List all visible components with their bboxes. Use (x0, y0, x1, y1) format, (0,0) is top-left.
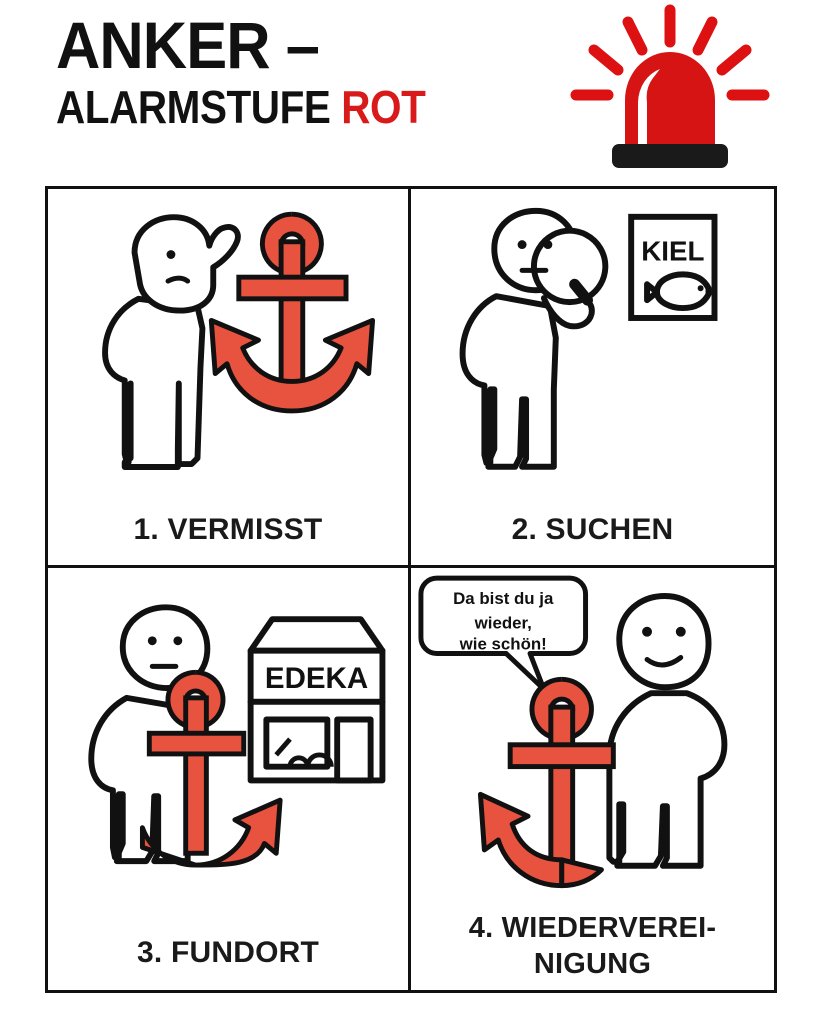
red-anchor-left-fluke (477, 676, 616, 889)
face-eye-left-icon (517, 240, 527, 250)
siren-highlight-icon (638, 69, 660, 145)
title-accent-rot: ROT (341, 81, 426, 133)
panel-1-artwork (102, 211, 376, 470)
face-eye-right-icon (543, 240, 553, 250)
face-mouth-icon (165, 275, 191, 284)
comic-panel-4: Da bist du ja wieder, wie schön! (411, 568, 774, 990)
speech-bubble: Da bist du ja wieder, wie schön! (418, 575, 589, 692)
panel-4-caption-line-1: 4. WIEDERVEREI- (468, 912, 717, 944)
speech-bubble-line-2: wieder, (474, 614, 532, 633)
edeka-store-label: EDEKA (265, 662, 368, 695)
kiel-sign-label: KIEL (641, 235, 704, 266)
poster-title: ANKER – ALARMSTUFE ROT (56, 8, 526, 130)
siren-rays-icon (570, 4, 770, 101)
person-smiling (606, 593, 728, 869)
title-line-2-main: ALARMSTUFE (56, 81, 342, 133)
panel-4-caption: 4. WIEDERVEREI- NIGUNG (411, 910, 774, 982)
panel-2-caption: 2. SUCHEN (511, 513, 674, 546)
title-line-2: ALARMSTUFE ROT (56, 84, 470, 130)
face-eye-left-icon (642, 626, 653, 637)
red-anchor-right-fluke (139, 669, 283, 868)
title-line-1: ANKER – (56, 8, 320, 82)
panel-4-artwork: Da bist du ja wieder, wie schön! (418, 575, 728, 889)
panel-3-artwork: EDEKA (88, 604, 386, 868)
face-smile-icon (644, 655, 684, 668)
comic-grid: 1. VERMISST KIEL (45, 186, 777, 993)
panel-1-caption: 1. VERMISST (133, 513, 323, 546)
fish-eye-icon (697, 285, 704, 292)
poster-header: ANKER – ALARMSTUFE ROT (0, 0, 823, 186)
person-standing-neutral (88, 604, 211, 865)
edeka-storefront (247, 616, 386, 784)
siren-base-icon (612, 144, 728, 168)
speech-bubble-line-1: Da bist du ja (453, 589, 554, 608)
red-anchor-full (208, 211, 376, 414)
comic-panel-2: KIEL 2. SUCHEN (411, 189, 774, 568)
face-eye-right-icon (675, 626, 686, 637)
comic-panel-3: EDEKA 3. FUNDORT (48, 568, 411, 990)
panel-2-artwork: KIEL (459, 207, 718, 470)
person-hand-on-head-confused (102, 214, 241, 470)
panel-3-caption: 3. FUNDORT (137, 936, 319, 969)
emergency-siren-icon (570, 4, 770, 168)
speech-bubble-line-3: wie schön! (459, 635, 547, 654)
person-with-magnifying-glass (459, 207, 609, 470)
comic-panel-1: 1. VERMISST (48, 189, 411, 568)
face-eye-right-icon (173, 636, 183, 646)
store-window-display-icon (274, 737, 334, 768)
face-eye-icon (166, 250, 176, 259)
face-eye-left-icon (147, 636, 157, 646)
kiel-sign: KIEL (628, 213, 718, 321)
siren-dome-icon (625, 52, 715, 147)
panel-4-caption-line-2: NIGUNG (533, 948, 652, 980)
fish-icon (644, 271, 712, 312)
